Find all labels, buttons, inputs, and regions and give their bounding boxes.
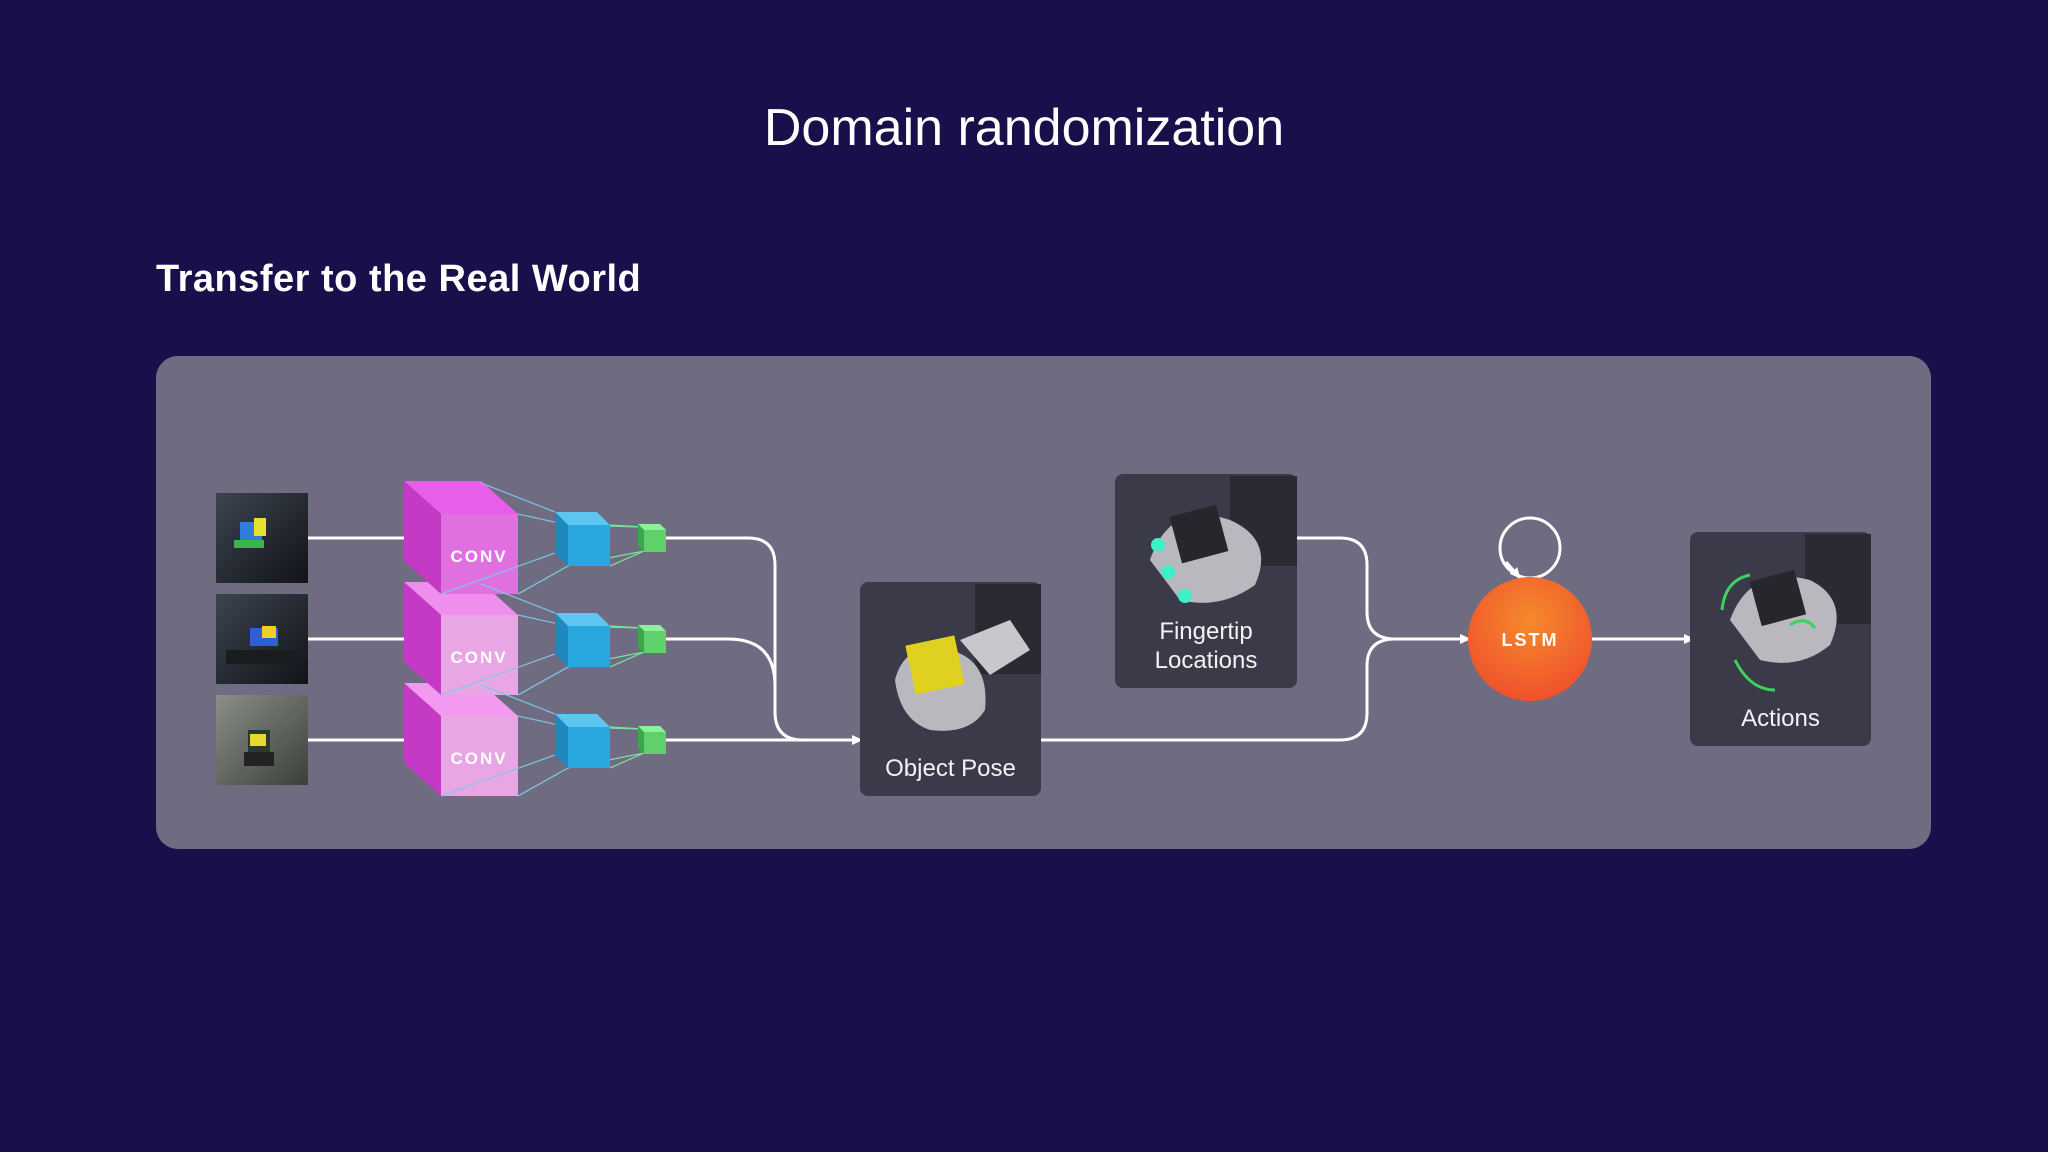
lstm-node: LSTM — [1468, 516, 1592, 701]
cube-icon — [905, 635, 965, 695]
rotation-arrow-icon — [1720, 573, 1751, 611]
slide-title: Domain randomization — [763, 99, 1285, 157]
conv-block-1: CONV — [404, 481, 518, 594]
green-block-2 — [638, 625, 666, 653]
camera-image-2 — [216, 594, 308, 684]
actions-label: Actions — [1741, 705, 1820, 732]
conv-label-1: CONV — [450, 547, 507, 566]
blue-block-1 — [555, 512, 610, 566]
camera-image-1 — [216, 493, 308, 583]
conv-label-2: CONV — [450, 648, 507, 667]
green-block-1 — [638, 524, 666, 552]
actions-node — [1690, 532, 1871, 746]
green-block-3 — [638, 726, 666, 754]
fingertip-node — [1115, 474, 1297, 688]
blue-block-3 — [555, 714, 610, 768]
conv-block-3: CONV — [404, 683, 518, 796]
section-title: Transfer to the Real World — [156, 258, 642, 300]
lstm-label: LSTM — [1502, 630, 1559, 650]
object-pose-label: Object Pose — [885, 755, 1016, 782]
fingertip-label-line2: Locations — [1154, 647, 1258, 674]
merge-connectors — [666, 536, 863, 745]
fingertip-label-line1: Fingertip — [1159, 618, 1253, 645]
conv-block-2: CONV — [404, 582, 518, 695]
object-pose-node — [860, 582, 1041, 796]
blue-block-2 — [555, 613, 610, 667]
fingertip-label: Fingertip Locations — [1115, 617, 1297, 675]
camera-image-3 — [216, 695, 308, 785]
conv-label-3: CONV — [450, 749, 507, 768]
